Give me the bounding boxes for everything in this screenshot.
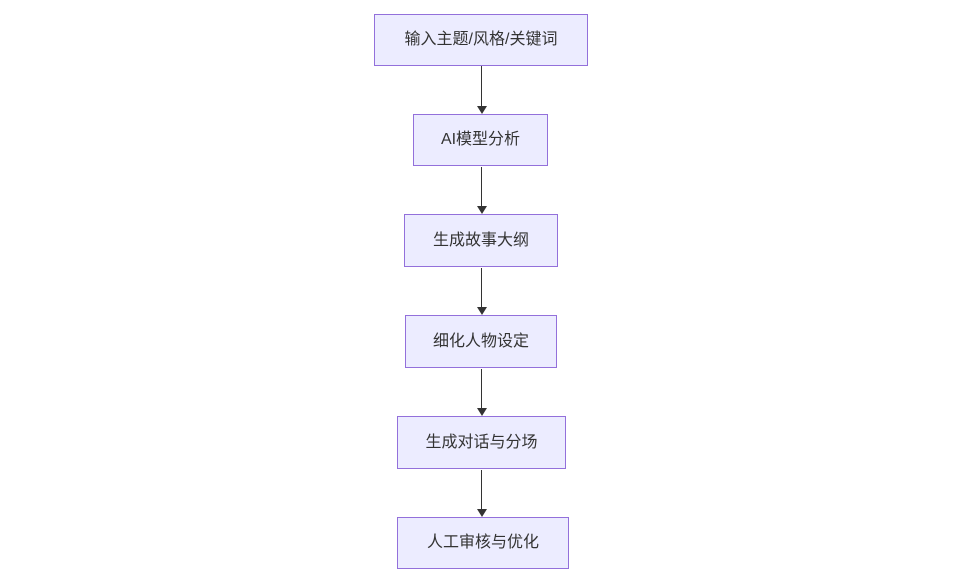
flow-node-label: 输入主题/风格/关键词 (404, 31, 558, 49)
flow-node-label: 生成故事大纲 (432, 231, 529, 249)
flow-node-dialogue-scenes: 生成对话与分场 (397, 416, 566, 469)
arrow-line (481, 470, 482, 509)
arrow-line (481, 167, 482, 206)
flow-node-label: AI模型分析 (440, 131, 521, 149)
arrowhead-icon (476, 206, 487, 214)
flow-arrow-2 (476, 167, 487, 214)
arrow-line (481, 369, 482, 408)
flow-arrow-4 (476, 369, 487, 416)
arrowhead-icon (476, 408, 487, 416)
arrowhead-icon (476, 509, 487, 517)
arrow-line (481, 66, 482, 106)
flow-arrow-3 (476, 268, 487, 315)
flow-node-story-outline: 生成故事大纲 (404, 214, 558, 267)
flow-node-label: 人工审核与优化 (426, 534, 539, 552)
flow-node-input-keywords: 输入主题/风格/关键词 (374, 14, 588, 66)
flow-node-manual-review: 人工审核与优化 (397, 517, 569, 569)
arrowhead-icon (476, 106, 487, 114)
flow-arrow-5 (476, 470, 487, 517)
arrow-line (481, 268, 482, 307)
flow-node-label: 细化人物设定 (432, 332, 529, 350)
flow-node-ai-analysis: AI模型分析 (413, 114, 548, 166)
flow-arrow-1 (476, 66, 487, 114)
arrowhead-icon (476, 307, 487, 315)
flow-node-label: 生成对话与分场 (425, 433, 538, 451)
flow-node-character-design: 细化人物设定 (405, 315, 557, 368)
